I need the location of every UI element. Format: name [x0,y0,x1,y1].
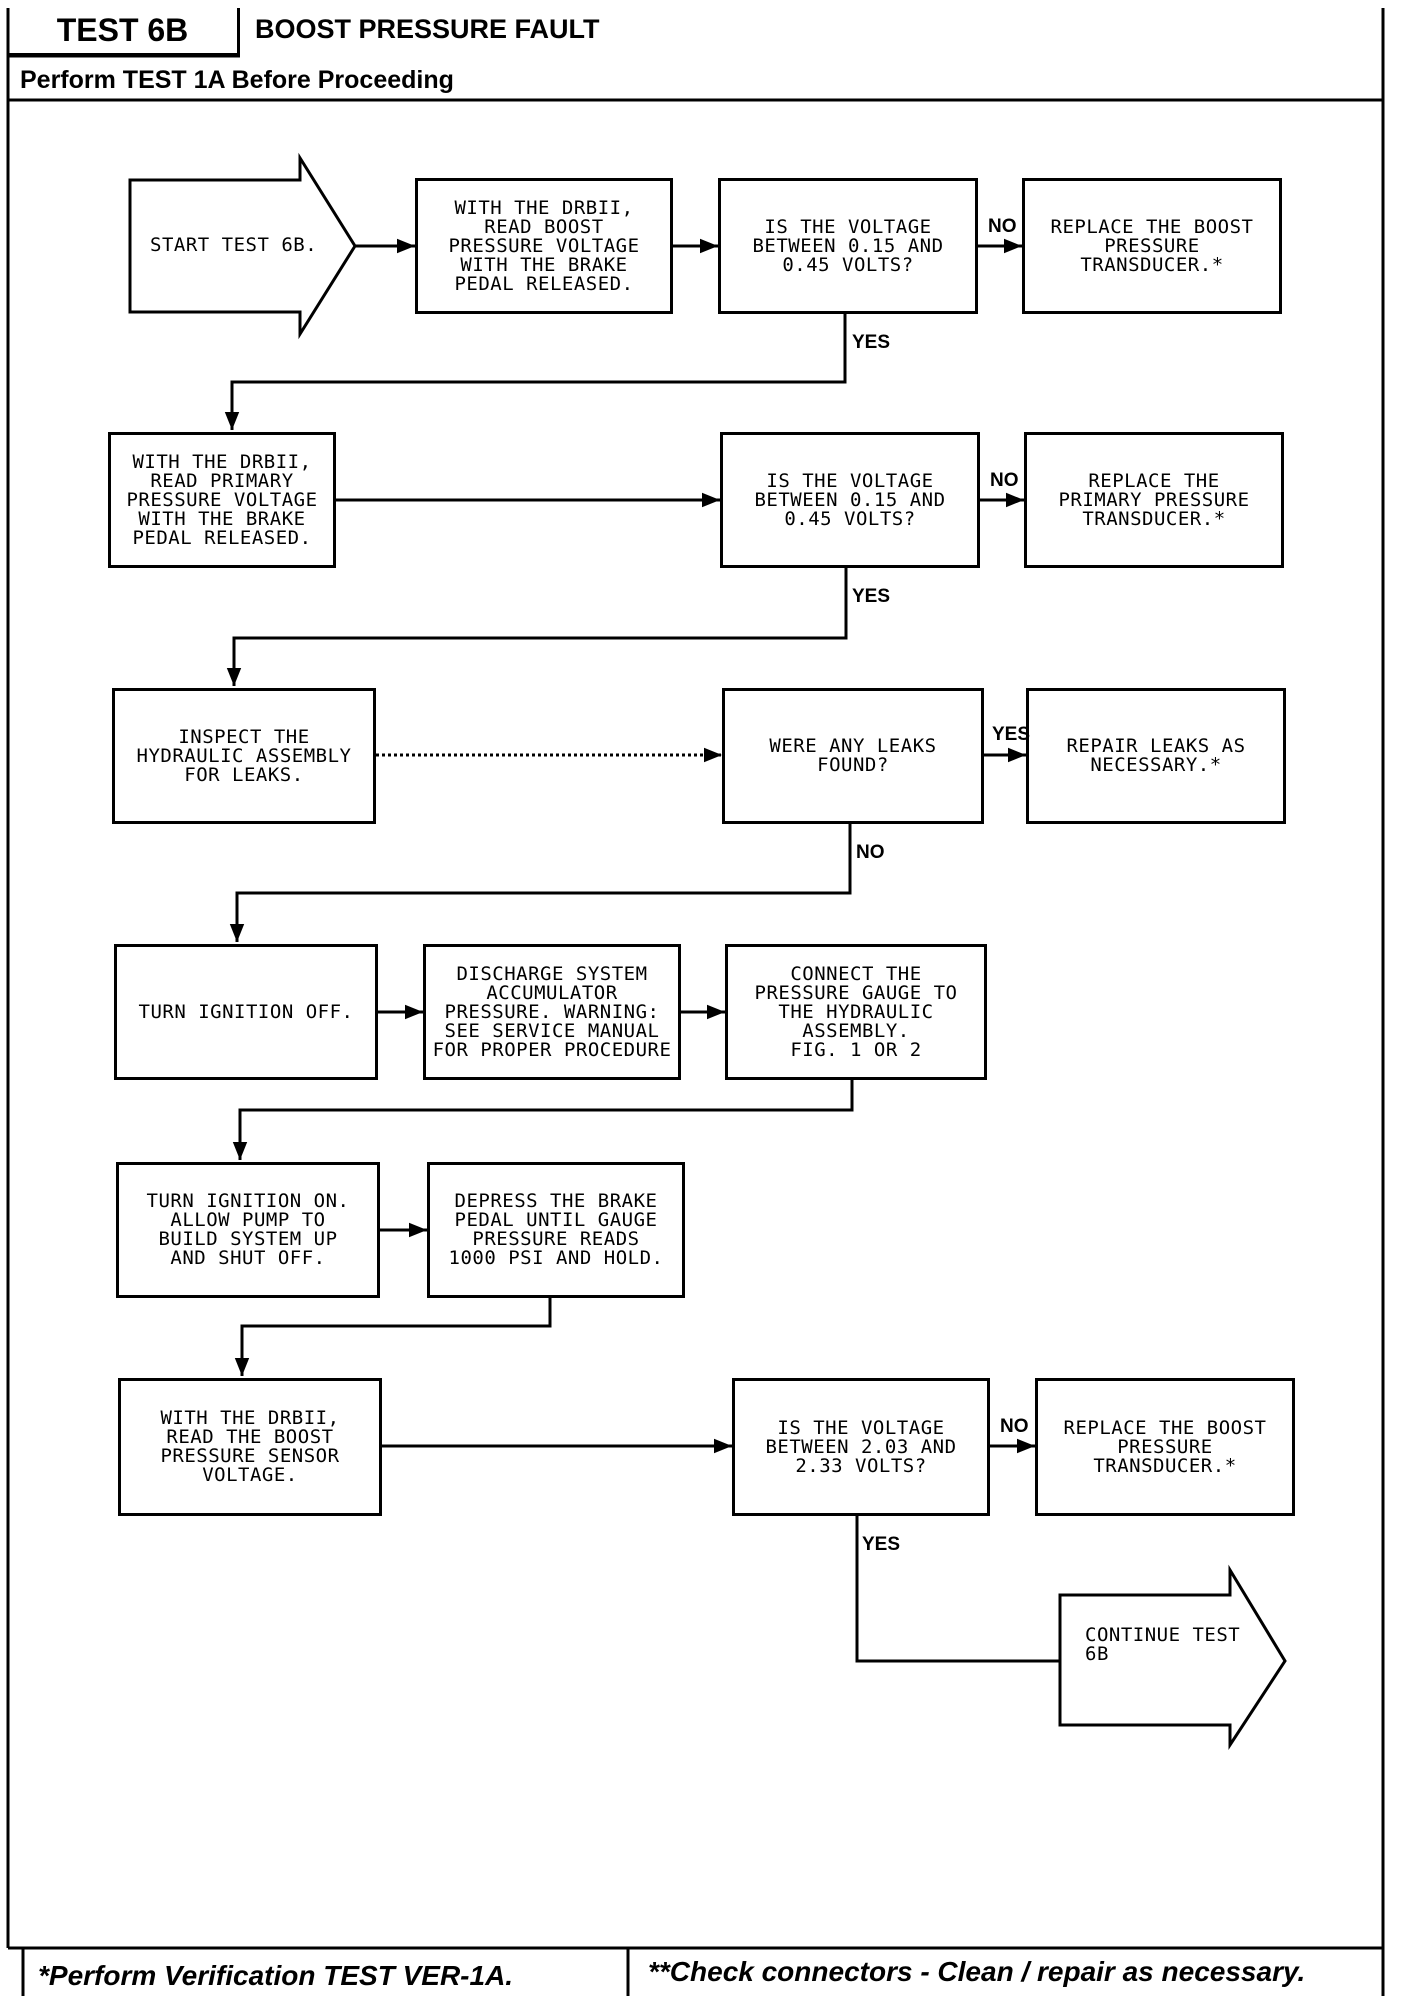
read-primary-voltage-step: WITH THE DRBII, READ PRIMARY PRESSURE VO… [108,432,336,568]
continue-label: CONTINUE TEST 6B [1085,1624,1241,1665]
read-boost-sensor-step: WITH THE DRBII, READ THE BOOST PRESSURE … [118,1378,382,1516]
footer-verification-note: *Perform Verification TEST VER-1A. [38,1960,514,1991]
repair-leaks-result: REPAIR LEAKS AS NECESSARY.* [1026,688,1286,824]
connect-gauge-step: CONNECT THE PRESSURE GAUGE TO THE HYDRAU… [725,944,987,1080]
no-label: NO [990,470,1019,491]
yes-label: YES [862,1534,901,1555]
page-title: BOOST PRESSURE FAULT [255,14,600,44]
replace-boost-transducer-result: REPLACE THE BOOST PRESSURE TRANSDUCER.* [1022,178,1282,314]
no-label: NO [856,842,885,863]
turn-ignition-off-step: TURN IGNITION OFF. [114,944,378,1080]
replace-boost-transducer-result-2: REPLACE THE BOOST PRESSURE TRANSDUCER.* [1035,1378,1295,1516]
leaks-found-question: WERE ANY LEAKS FOUND? [722,688,984,824]
turn-ignition-on-step: TURN IGNITION ON. ALLOW PUMP TO BUILD SY… [116,1162,380,1298]
start-label: START TEST 6B. [150,234,318,256]
no-label: NO [988,216,1017,237]
yes-label: YES [852,586,891,607]
no-label: NO [1000,1416,1029,1437]
test-id-label: TEST 6B [8,8,240,56]
yes-label: YES [852,332,891,353]
depress-brake-step: DEPRESS THE BRAKE PEDAL UNTIL GAUGE PRES… [427,1162,685,1298]
primary-voltage-question: IS THE VOLTAGE BETWEEN 0.15 AND 0.45 VOL… [720,432,980,568]
read-boost-voltage-step: WITH THE DRBII, READ BOOST PRESSURE VOLT… [415,178,673,314]
boost-voltage-question: IS THE VOLTAGE BETWEEN 0.15 AND 0.45 VOL… [718,178,978,314]
inspect-leaks-step: INSPECT THE HYDRAULIC ASSEMBLY FOR LEAKS… [112,688,376,824]
boost-sensor-voltage-question: IS THE VOLTAGE BETWEEN 2.03 AND 2.33 VOL… [732,1378,990,1516]
footer-connectors-note: **Check connectors - Clean / repair as n… [648,1956,1306,1987]
discharge-accumulator-step: DISCHARGE SYSTEM ACCUMULATOR PRESSURE. W… [423,944,681,1080]
replace-primary-transducer-result: REPLACE THE PRIMARY PRESSURE TRANSDUCER.… [1024,432,1284,568]
prerequisite-note: Perform TEST 1A Before Proceeding [20,66,454,94]
yes-label: YES [992,724,1031,745]
